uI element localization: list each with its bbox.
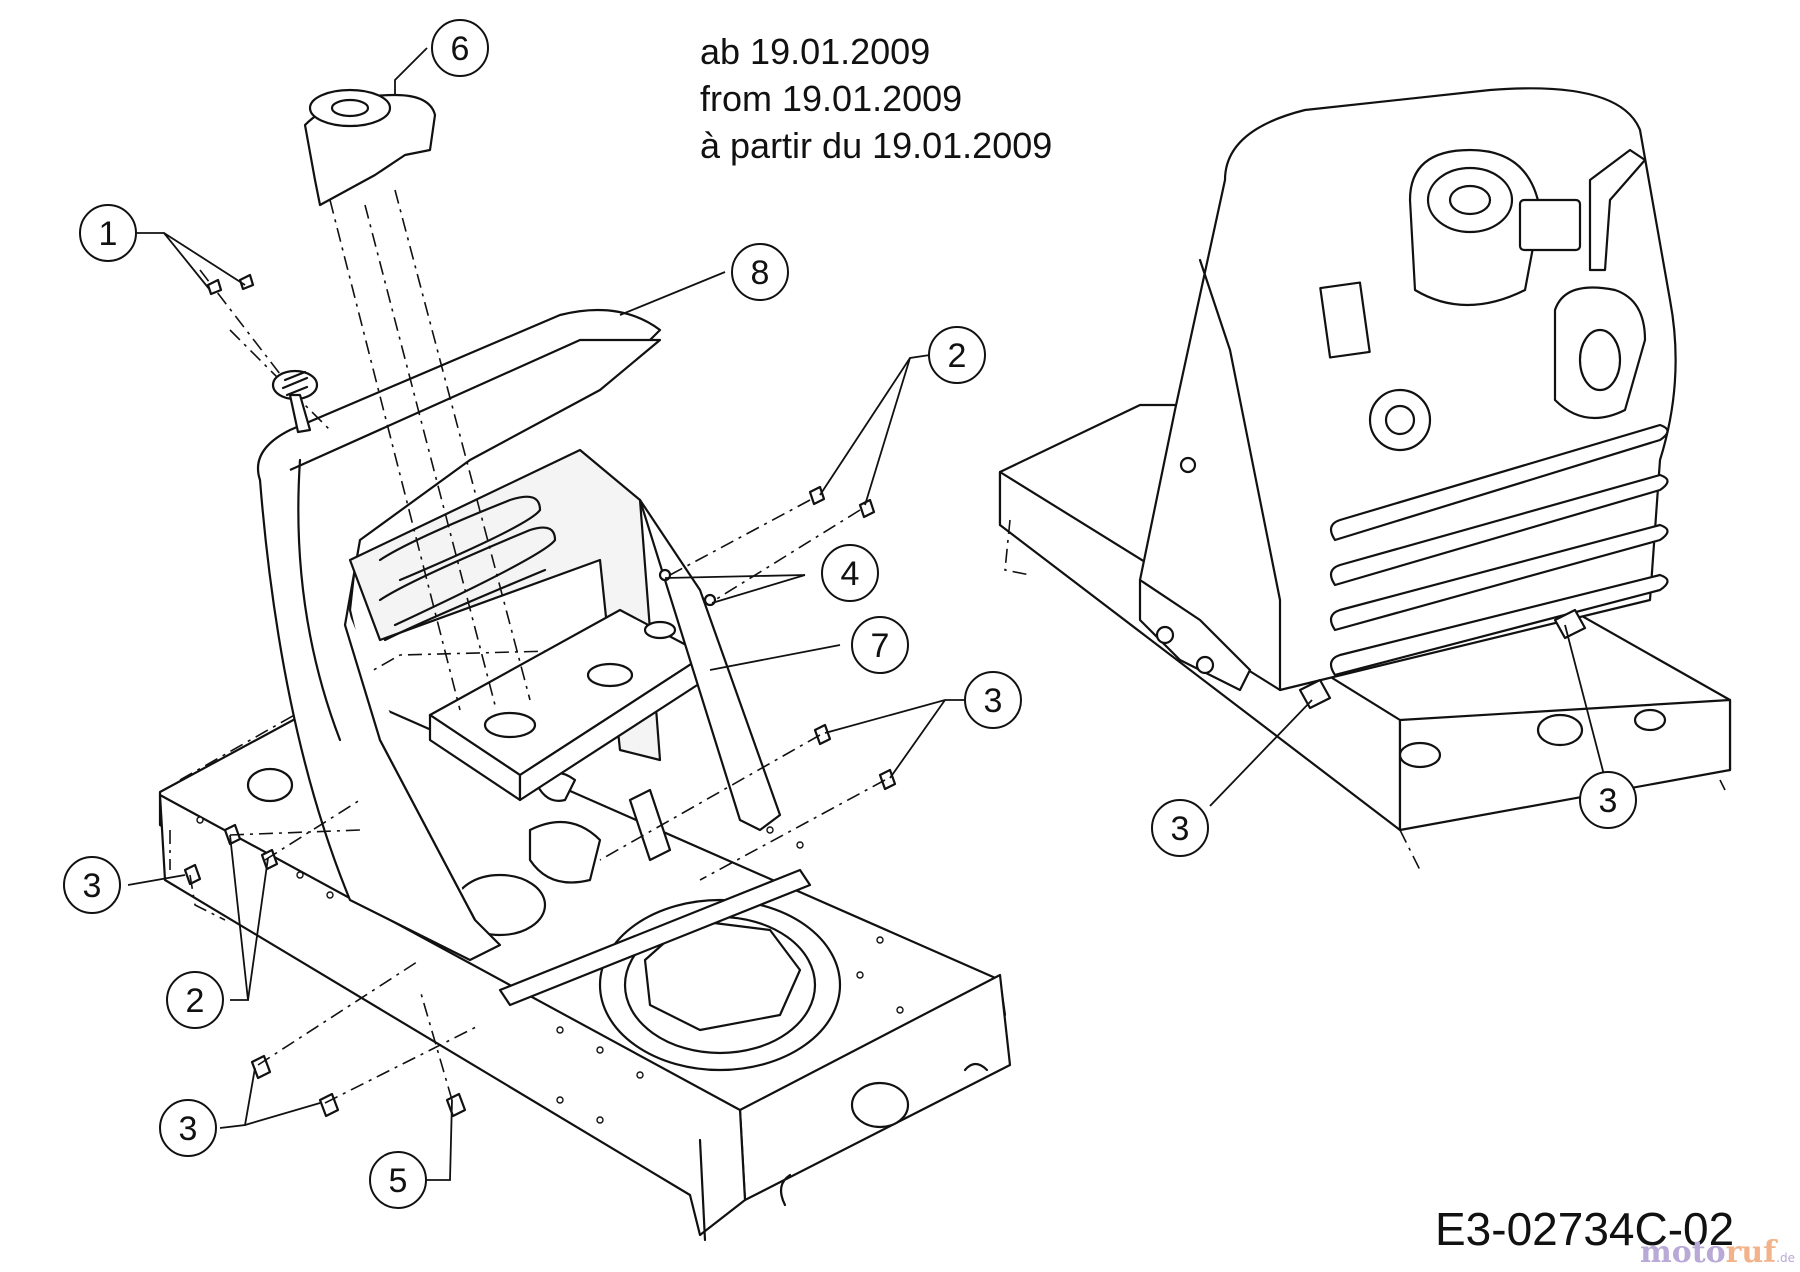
date-line-de: ab 19.01.2009	[700, 31, 930, 72]
svg-text:3: 3	[1599, 782, 1618, 820]
svg-text:motoruf.de: motoruf.de	[1640, 1235, 1795, 1270]
callout-2-top: 2	[928, 326, 986, 384]
watermark-logo: motoruf.de	[1640, 1235, 1795, 1270]
svg-text:1: 1	[99, 215, 118, 253]
svg-text:2: 2	[186, 982, 205, 1020]
svg-text:3: 3	[984, 682, 1003, 720]
svg-text:3: 3	[179, 1110, 198, 1148]
callout-3-left: 3	[63, 856, 121, 914]
leader-lines	[127, 47, 1611, 1181]
callout-1: 1	[79, 204, 137, 262]
callout-8: 8	[731, 243, 789, 301]
svg-text:7: 7	[871, 627, 890, 665]
callouts: 1 6 8 2 4 7 3 3	[63, 19, 1637, 1209]
hand-knob	[271, 369, 319, 434]
callout-4: 4	[821, 544, 879, 602]
seat-shelf	[428, 608, 707, 802]
dashboard-housing	[256, 308, 782, 962]
callout-3-bottom: 3	[159, 1099, 217, 1157]
date-note: ab 19.01.2009 from 19.01.2009 à partir d…	[700, 31, 1052, 166]
callout-7: 7	[851, 616, 909, 674]
date-line-en: from 19.01.2009	[700, 78, 962, 119]
svg-text:2: 2	[948, 337, 967, 375]
svg-text:6: 6	[451, 30, 470, 68]
steering-cap	[303, 88, 437, 207]
svg-text:3: 3	[1171, 810, 1190, 848]
date-line-fr: à partir du 19.01.2009	[700, 125, 1052, 166]
callout-3-right-a: 3	[1151, 799, 1209, 857]
svg-text:5: 5	[389, 1162, 408, 1200]
assembled-housing	[1138, 87, 1677, 692]
drawing-code: E3-02734C-02	[1435, 1203, 1734, 1255]
callout-3-center: 3	[964, 671, 1022, 729]
explode-lines	[189, 499, 886, 1104]
callout-3-right-b: 3	[1579, 771, 1637, 829]
callout-6: 6	[431, 19, 489, 77]
callout-2-bottom: 2	[166, 971, 224, 1029]
assembled-view	[998, 87, 1732, 871]
svg-text:8: 8	[751, 254, 770, 292]
svg-text:4: 4	[841, 555, 860, 593]
callout-5: 5	[369, 1151, 427, 1209]
assembled-fasteners	[1155, 456, 1587, 710]
svg-text:3: 3	[83, 867, 102, 905]
exploded-assembly	[158, 88, 1012, 1242]
